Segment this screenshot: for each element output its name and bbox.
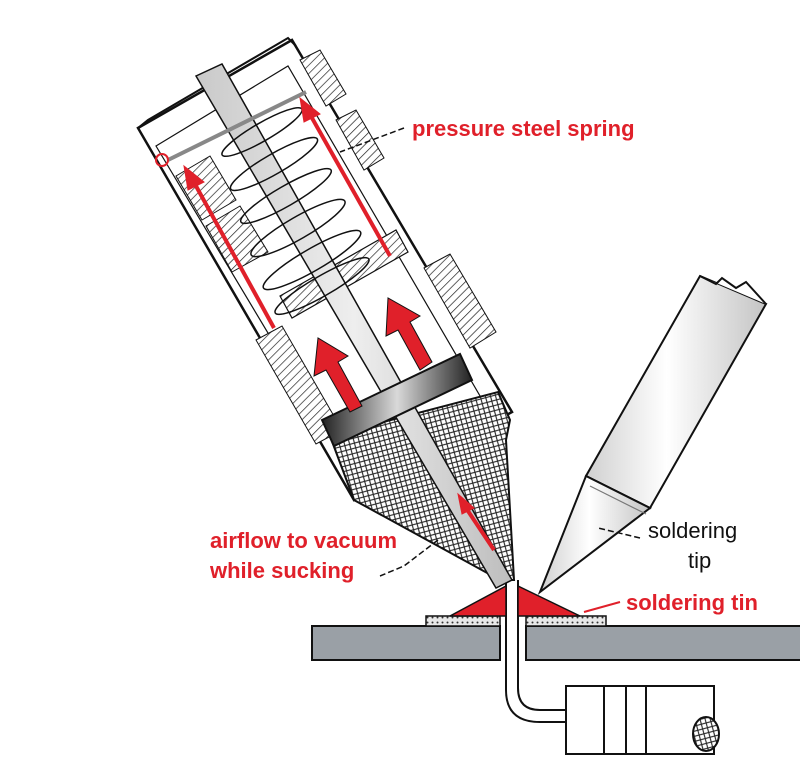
component-body — [565, 685, 715, 755]
piston — [320, 352, 474, 448]
soldering-tip — [537, 474, 652, 595]
spring-arrows — [183, 96, 392, 329]
desoldering-pump — [136, 36, 516, 589]
label-soldering-tip-line2: tip — [688, 548, 711, 573]
label-airflow-line1: airflow to vacuum — [210, 528, 397, 553]
component — [505, 580, 720, 755]
solder-pad-right — [525, 615, 607, 627]
label-soldering-tin: soldering tin — [626, 590, 758, 615]
airflow-arrows — [313, 297, 433, 413]
label-soldering-tip-line1: soldering — [648, 518, 737, 543]
label-pressure-steel-spring: pressure steel spring — [412, 116, 635, 141]
label-airflow-line2: while sucking — [209, 558, 354, 583]
circuit-board — [311, 615, 800, 661]
soldering-tin — [449, 584, 581, 617]
steel-spring — [221, 106, 370, 316]
nozzle-airflow-arrow — [457, 492, 496, 552]
soldering-iron — [537, 274, 768, 595]
solder-pad-left — [425, 615, 501, 627]
leader-lines — [339, 127, 641, 613]
